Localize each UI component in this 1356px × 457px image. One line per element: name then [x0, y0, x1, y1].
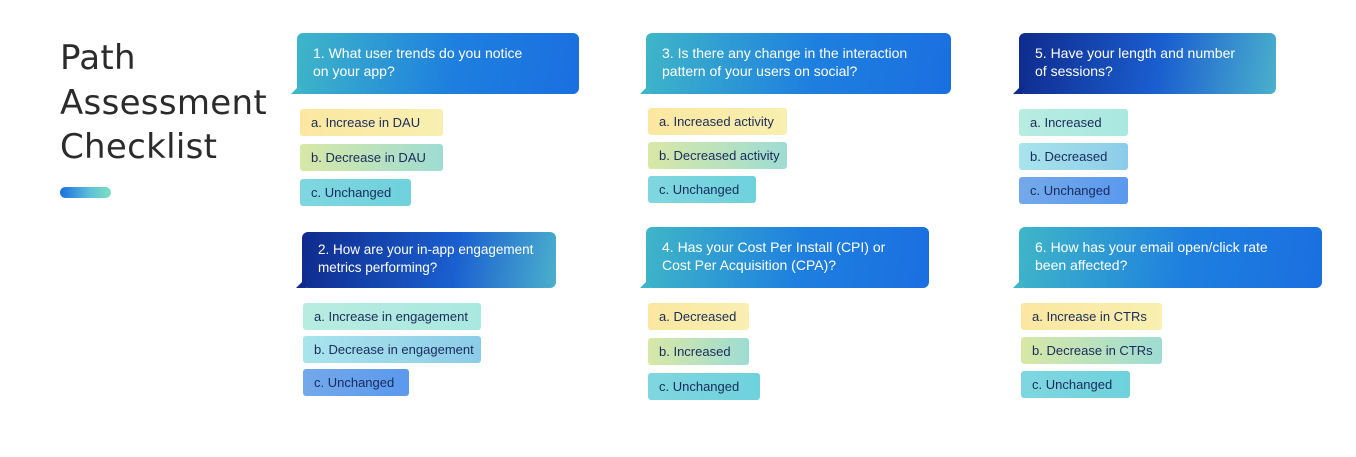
question-5-bubble: 5. Have your length and number of sessio…: [1013, 33, 1276, 94]
question-6-bubble: 6. How has your email open/click rate be…: [1013, 227, 1322, 288]
question-4-option-c[interactable]: c. Unchanged: [648, 373, 760, 400]
question-3-bubble: 3. Is there any change in the interactio…: [640, 33, 951, 94]
question-3-text: 3. Is there any change in the interactio…: [662, 45, 908, 79]
question-1-option-c[interactable]: c. Unchanged: [300, 179, 411, 206]
question-1-bubble: 1. What user trends do you notice on you…: [291, 33, 579, 94]
title-line-3: Checklist: [60, 127, 218, 167]
question-4-option-b[interactable]: b. Increased: [648, 338, 749, 365]
question-6-text: 6. How has your email open/click rate be…: [1035, 239, 1268, 273]
title-line-2: Assessment: [60, 82, 267, 123]
question-6-option-b[interactable]: b. Decrease in CTRs: [1021, 337, 1162, 364]
question-5-option-c[interactable]: c. Unchanged: [1019, 177, 1128, 204]
question-5-option-b[interactable]: b. Decreased: [1019, 143, 1128, 170]
question-4-bubble: 4. Has your Cost Per Install (CPI) or Co…: [640, 227, 929, 288]
question-2-option-b[interactable]: b. Decrease in engagement: [303, 336, 481, 363]
accent-bar: [60, 187, 111, 198]
question-4-option-a[interactable]: a. Decreased: [648, 303, 749, 330]
page-title: Path Assessment Checklist: [60, 36, 290, 170]
title-line-1: Path: [60, 38, 136, 78]
question-2-bubble: 2. How are your in-app engagement metric…: [296, 232, 556, 288]
question-3-option-b[interactable]: b. Decreased activity: [648, 142, 787, 169]
question-1-option-a[interactable]: a. Increase in DAU: [300, 109, 443, 136]
question-6-option-c[interactable]: c. Unchanged: [1021, 371, 1130, 398]
question-3-option-a[interactable]: a. Increased activity: [648, 108, 787, 135]
question-2-option-a[interactable]: a. Increase in engagement: [303, 303, 481, 330]
question-5-text: 5. Have your length and number of sessio…: [1035, 45, 1236, 79]
question-2-option-c[interactable]: c. Unchanged: [303, 369, 409, 396]
question-3-option-c[interactable]: c. Unchanged: [648, 176, 756, 203]
question-6-option-a[interactable]: a. Increase in CTRs: [1021, 303, 1162, 330]
question-5-option-a[interactable]: a. Increased: [1019, 109, 1128, 136]
question-2-text: 2. How are your in-app engagement metric…: [318, 242, 534, 275]
question-1-text: 1. What user trends do you notice on you…: [313, 45, 523, 79]
question-4-text: 4. Has your Cost Per Install (CPI) or Co…: [662, 239, 886, 273]
question-1-option-b[interactable]: b. Decrease in DAU: [300, 144, 443, 171]
